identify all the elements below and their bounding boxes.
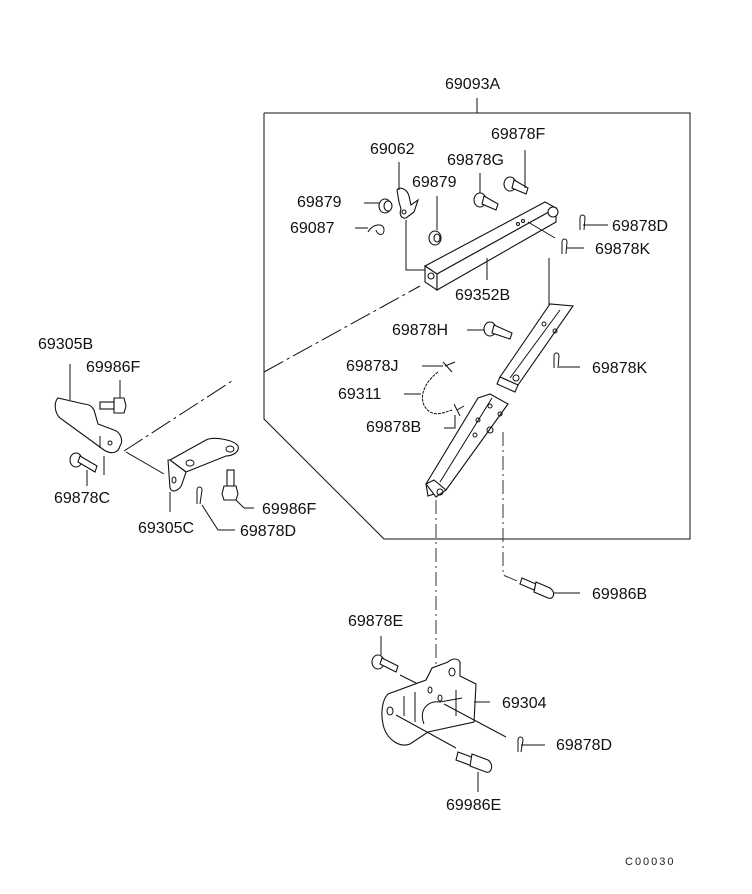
pin-k-mid bbox=[553, 352, 580, 369]
label-bolt-986e: 69986E bbox=[446, 797, 501, 814]
chain-part bbox=[404, 371, 453, 415]
label-bolt-c: 69878C bbox=[54, 490, 110, 507]
label-lever: 69062 bbox=[370, 141, 415, 158]
bracket-b bbox=[54, 364, 123, 475]
label-assembly: 69093A bbox=[445, 76, 500, 93]
washer-left bbox=[364, 198, 393, 214]
label-washer-center: 69879 bbox=[412, 174, 457, 191]
link-arm bbox=[423, 201, 559, 292]
label-pin-k-top: 69878K bbox=[595, 241, 650, 258]
bolt-e bbox=[371, 636, 419, 685]
upper-arm bbox=[496, 303, 574, 393]
label-washer-left: 69879 bbox=[297, 194, 342, 211]
bolt-f-left bbox=[99, 380, 127, 414]
clip-part bbox=[355, 224, 385, 235]
pin-b bbox=[444, 403, 465, 429]
pin-d-bottom bbox=[517, 736, 545, 753]
figure-code: C00030 bbox=[625, 856, 676, 868]
bolt-h bbox=[467, 321, 513, 340]
label-bolt-f: 69878F bbox=[491, 126, 545, 143]
label-pin-d-left: 69878D bbox=[240, 523, 296, 540]
label-clip: 69087 bbox=[290, 220, 335, 237]
label-bolt-h: 69878H bbox=[392, 322, 448, 339]
label-bracket-b: 69305B bbox=[38, 336, 93, 353]
leader-lines bbox=[123, 258, 550, 672]
pin-d-left bbox=[196, 486, 235, 531]
pin-d-top bbox=[579, 214, 608, 231]
label-link-arm: 69352B bbox=[455, 287, 510, 304]
pin-k-top bbox=[561, 238, 584, 255]
label-pin-d-top: 69878D bbox=[612, 218, 668, 235]
label-bolt-e: 69878E bbox=[348, 613, 403, 630]
lower-arm bbox=[425, 393, 509, 498]
bolt-986b bbox=[519, 577, 580, 599]
label-pin-b: 69878B bbox=[366, 419, 421, 436]
label-pin-d-bottom: 69878D bbox=[556, 737, 612, 754]
label-bracket-69304: 69304 bbox=[502, 695, 547, 712]
bolt-f bbox=[503, 150, 529, 195]
label-bolt-f-right: 69986F bbox=[262, 501, 316, 518]
assembly-box bbox=[263, 98, 691, 540]
bolt-986e bbox=[455, 751, 493, 792]
bracket-c bbox=[125, 437, 239, 512]
label-bracket-c: 69305C bbox=[138, 520, 194, 537]
bracket-69304 bbox=[381, 658, 507, 749]
pin-j bbox=[422, 361, 456, 373]
label-bolt-f-left: 69986F bbox=[86, 359, 140, 376]
label-chain: 69311 bbox=[338, 386, 381, 403]
label-bolt-986b: 69986B bbox=[592, 586, 647, 603]
bolt-g bbox=[473, 173, 499, 211]
washer-center bbox=[428, 196, 442, 246]
lever-part bbox=[396, 162, 432, 271]
label-pin-k-mid: 69878K bbox=[592, 360, 647, 377]
label-bolt-g: 69878G bbox=[447, 152, 504, 169]
bolt-c bbox=[69, 452, 98, 486]
bolt-f-right bbox=[221, 469, 254, 509]
label-pin-j: 69878J bbox=[346, 358, 399, 375]
